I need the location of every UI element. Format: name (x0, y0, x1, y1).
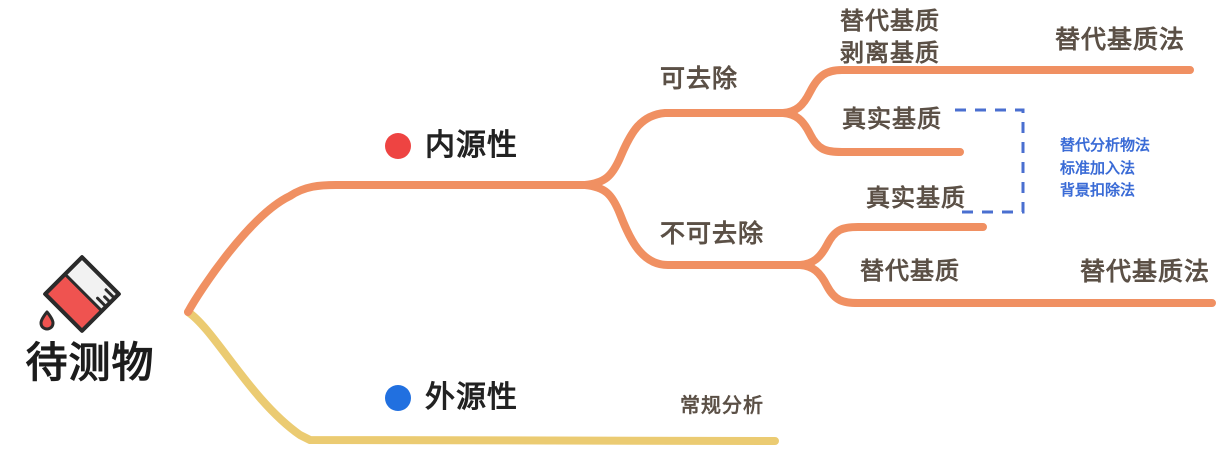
branch-non-removable-true-matrix (796, 223, 987, 269)
branch-removable (581, 109, 787, 189)
label-stripped-matrix-line2: 剥离基质 (840, 40, 940, 68)
label-substitute-matrix-line1: 替代基质 (840, 8, 940, 35)
branch-non-removable-substitute (796, 261, 1216, 307)
category-exogenous: 外源性 (385, 380, 518, 415)
method-standard-addition: 标准加入法 (1060, 159, 1136, 177)
category-exogenous-label: 外源性 (425, 381, 518, 414)
branch-removable-true-matrix (779, 109, 964, 156)
branch-non-removable (581, 181, 804, 269)
method-surrogate-analyte: 替代分析物法 (1060, 137, 1151, 154)
label-substitute-stripped: 替代基质 剥离基质 (840, 6, 940, 71)
blue-dot-icon (385, 384, 411, 411)
method-substitute-matrix-bottom: 替代基质法 (1080, 258, 1211, 286)
dashed-bracket (955, 108, 1025, 214)
category-endogenous-label: 内源性 (425, 129, 518, 162)
label-removable: 可去除 (660, 65, 739, 93)
label-routine-analysis: 常规分析 (680, 395, 764, 417)
label-non-removable: 不可去除 (660, 220, 765, 248)
branch-removable-substitute (779, 66, 1194, 117)
branch-exogenous (184, 308, 779, 445)
root-label: 待测物 (25, 339, 155, 386)
method-background-subtraction: 背景扣除法 (1060, 182, 1136, 199)
branch-endogenous-trunk (184, 181, 589, 316)
method-substitute-matrix-top: 替代基质法 (1055, 26, 1186, 54)
bracketed-method-list: 替代分析物法 标准加入法 背景扣除法 (1060, 135, 1150, 203)
red-dot-icon (385, 132, 411, 159)
label-substitute-matrix-lower: 替代基质 (860, 258, 960, 285)
flask-icon (39, 255, 121, 333)
label-true-matrix-upper: 真实基质 (842, 106, 942, 133)
category-endogenous: 内源性 (385, 128, 518, 163)
droplet-icon (39, 310, 55, 331)
label-true-matrix-lower: 真实基质 (866, 185, 966, 212)
